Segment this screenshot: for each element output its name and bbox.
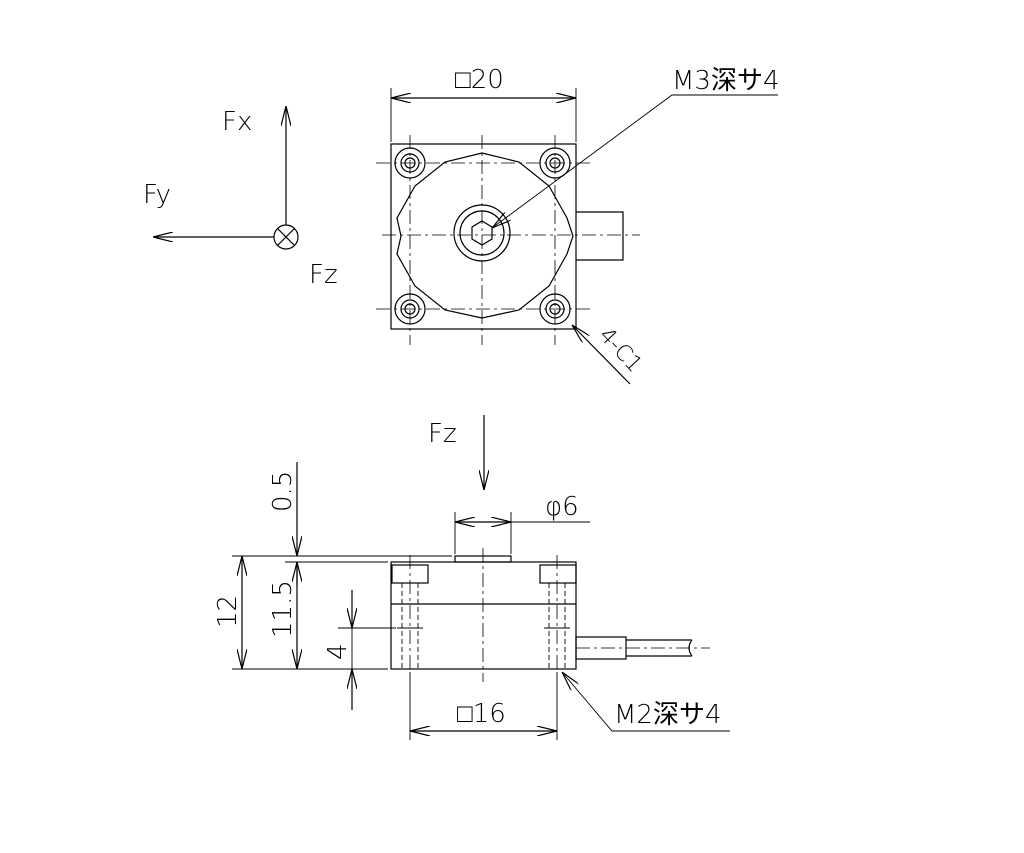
gap-dimension-label: 0.5	[268, 471, 298, 512]
side-thread-note: M2深サ4	[614, 700, 722, 730]
height-total-label: 12	[213, 595, 243, 628]
dia-dimension-label: φ6	[545, 492, 579, 522]
force-axes-symbol: Fx Fy Fz	[143, 106, 338, 290]
width-dimension-label: □20	[455, 65, 504, 95]
fz-into-page-icon	[273, 224, 299, 250]
fz-label: Fz	[309, 260, 338, 290]
fx-label: Fx	[222, 107, 252, 137]
side-view-body	[390, 561, 577, 670]
top-view-cable-exit	[576, 211, 624, 261]
fy-label: Fy	[143, 180, 171, 210]
top-view-round-body	[396, 152, 574, 319]
base-dimension-label: □16	[457, 699, 506, 729]
top-view: □20 M3深サ4 4-C1	[376, 65, 780, 385]
top-thread-note: M3深サ4	[672, 66, 780, 96]
fz-load-label: Fz	[428, 419, 457, 449]
chamfer-leader	[572, 325, 631, 385]
height-body-label: 11.5	[268, 580, 298, 638]
hole-depth-label: 4	[323, 643, 353, 660]
chamfer-note: 4-C1	[594, 323, 647, 378]
top-view-body-outline	[390, 143, 577, 330]
side-view: Fz φ6	[213, 415, 730, 740]
